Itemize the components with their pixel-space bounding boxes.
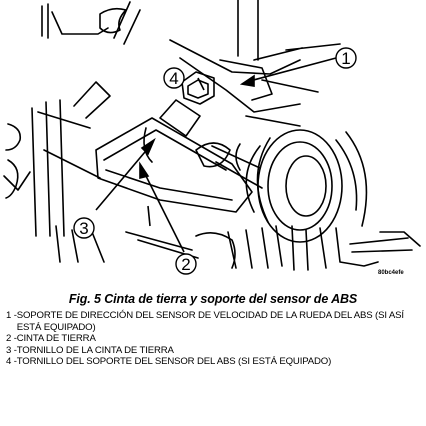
legend-item-text: CINTA DE TIERRA [16,333,96,345]
legend-item: 4 -TORNILLO DEL SOPORTE DEL SENSOR DEL A… [6,356,422,368]
legend-item-number: 3 - [6,344,17,356]
figure-caption: Fig. 5 Cinta de tierra y soporte del sen… [0,286,426,368]
callout-1-circle [335,47,357,69]
legend-item: 2 -CINTA DE TIERRA [6,333,422,345]
figure-title: Fig. 5 Cinta de tierra y soporte del sen… [68,292,358,306]
legend-item-text: SOPORTE DE DIRECCIÓN DEL SENSOR DE VELOC… [16,310,404,333]
legend-item-number: 4 - [6,356,17,368]
callout-1-label: 1 [341,49,350,68]
legend-item: 1 -SOPORTE DE DIRECCIÓN DEL SENSOR DE VE… [6,310,422,333]
callout-3-label: 3 [79,219,88,238]
legend-item-text: TORNILLO DE LA CINTA DE TIERRA [16,344,174,356]
callout-4-label: 4 [169,69,178,88]
illustration-svg: 1 4 3 2 80bc4efe [3,0,421,276]
callout-2-label: 2 [181,255,190,274]
callout-4-circle [163,67,185,89]
legend-item-number: 2 - [6,333,17,345]
legend-item: 3 -TORNILLO DE LA CINTA DE TIERRA [6,345,422,357]
legend-list: 1 -SOPORTE DE DIRECCIÓN DEL SENSOR DE VE… [0,310,426,368]
callout-3-circle [73,217,95,239]
technical-illustration: 1 4 3 2 80bc4efe [3,0,421,276]
legend-item-text: TORNILLO DEL SOPORTE DEL SENSOR DEL ABS … [16,356,332,368]
legend-item-number: 1 - [6,310,17,321]
callout-2-circle [175,253,197,275]
catalog-number: 80bc4efe [378,270,404,276]
